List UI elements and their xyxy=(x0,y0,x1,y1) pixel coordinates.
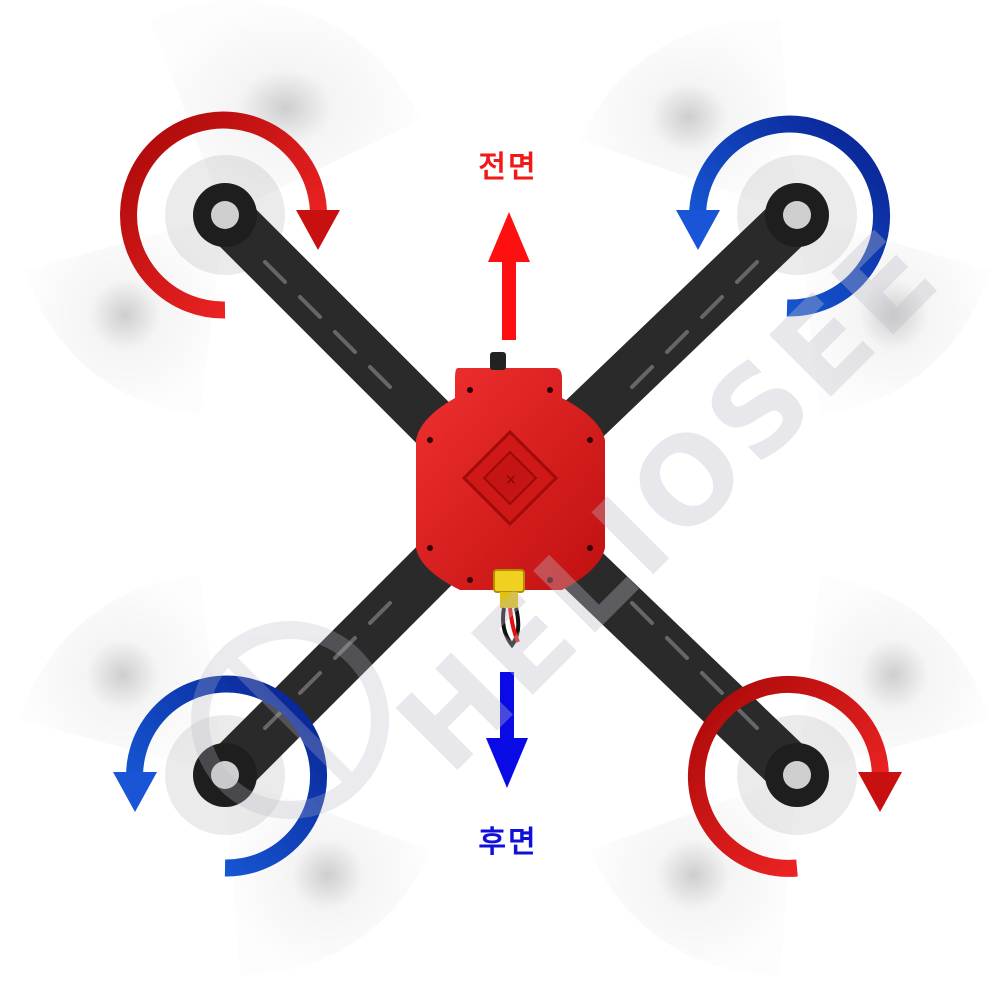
svg-text:×: × xyxy=(505,472,517,488)
front-direction-arrow xyxy=(488,212,530,340)
motor-front-right xyxy=(765,183,829,247)
back-label: 후면 xyxy=(448,817,568,861)
front-label: 전면 xyxy=(448,142,568,186)
motor-rear-right xyxy=(765,743,829,807)
motor-front-left xyxy=(193,183,257,247)
